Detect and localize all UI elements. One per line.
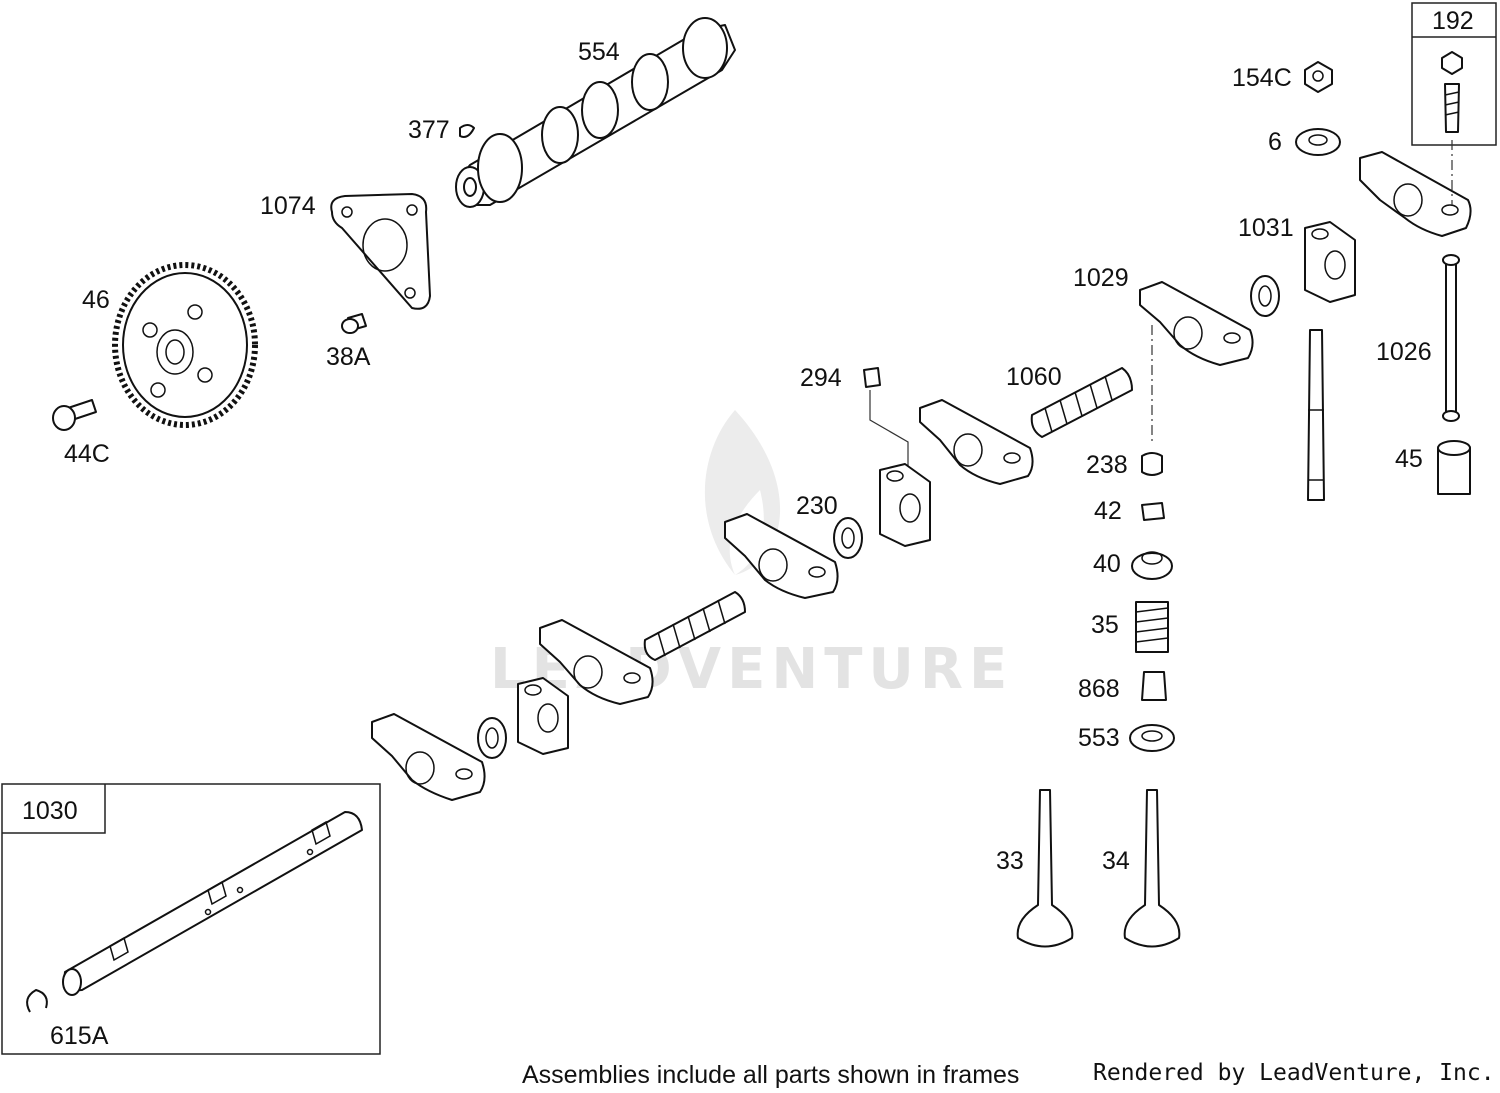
part-labels: 554 377 1074 46 38A 44C 154C 6 192 1031 … [22, 7, 1474, 1050]
frame-192 [1411, 2, 1497, 146]
part-label[interactable]: 1031 [1238, 214, 1294, 242]
rocker-bracket-middle-drawing [879, 463, 931, 547]
washer-6-drawing [1295, 128, 1341, 156]
part-label[interactable]: 46 [82, 286, 110, 314]
screw-38a-drawing [341, 313, 367, 334]
part-label[interactable]: 615A [50, 1022, 109, 1050]
part-label[interactable]: 868 [1078, 675, 1120, 703]
valve-stack-drawing [1129, 452, 1175, 752]
valve-34-drawing [1123, 789, 1181, 948]
rocker-arm-1029-drawing [1139, 281, 1254, 445]
part-label[interactable]: 44C [64, 440, 110, 468]
rocker-bracket-low-drawing [517, 677, 569, 755]
set-screw-294-drawing [863, 367, 909, 475]
cam-plate-drawing [330, 193, 431, 310]
part-label[interactable]: 42 [1094, 497, 1122, 525]
spring-lower-drawing [643, 591, 746, 661]
part-label[interactable]: 40 [1093, 550, 1121, 578]
render-credit: Rendered by LeadVenture, Inc. [1093, 1060, 1495, 1086]
part-label[interactable]: 35 [1091, 611, 1119, 639]
part-label[interactable]: 230 [796, 492, 838, 520]
part-label[interactable]: 45 [1395, 445, 1423, 473]
woodruff-key-drawing [459, 124, 475, 138]
spring-1060-drawing [1030, 367, 1133, 438]
part-label[interactable]: 38A [326, 343, 371, 371]
part-label[interactable]: 377 [408, 116, 450, 144]
rocker-arm-lower-drawing [724, 513, 839, 599]
cam-gear-drawing [112, 262, 258, 428]
part-label[interactable]: 6 [1268, 128, 1282, 156]
part-label[interactable]: 553 [1078, 724, 1120, 752]
camshaft-drawing [455, 17, 736, 208]
part-label[interactable]: 1074 [260, 192, 316, 220]
part-label[interactable]: 1026 [1376, 338, 1432, 366]
rocker-arm-low-drawing [539, 619, 654, 705]
frame-1030 [1, 783, 381, 1055]
stud-drawing [1307, 329, 1325, 501]
assemblies-note: Assemblies include all parts shown in fr… [522, 1061, 1019, 1089]
part-label[interactable]: 554 [578, 38, 620, 66]
rocker-bracket-1031-drawing [1304, 221, 1356, 303]
rocker-arm-top-drawing [1359, 140, 1472, 237]
bolt-44c-drawing [52, 399, 97, 431]
washer-right-drawing [1250, 275, 1280, 317]
part-label[interactable]: 1030 [22, 797, 78, 825]
part-label[interactable]: 34 [1102, 847, 1130, 875]
part-label[interactable]: 1060 [1006, 363, 1062, 391]
tappet-45-drawing [1437, 440, 1471, 495]
part-label[interactable]: 33 [996, 847, 1024, 875]
part-label[interactable]: 238 [1086, 451, 1128, 479]
part-label[interactable]: 1029 [1073, 264, 1129, 292]
rocker-arm-lowest-drawing [371, 713, 486, 801]
washer-230-drawing [833, 517, 863, 559]
washer-low-drawing [477, 717, 507, 759]
push-rod-1026-drawing [1442, 254, 1460, 422]
rocker-arm-middle-drawing [919, 399, 1034, 485]
nut-154c-drawing [1304, 61, 1333, 93]
valve-33-drawing [1016, 789, 1074, 948]
part-label[interactable]: 192 [1432, 7, 1474, 35]
part-label[interactable]: 294 [800, 364, 842, 392]
part-label[interactable]: 154C [1232, 64, 1292, 92]
